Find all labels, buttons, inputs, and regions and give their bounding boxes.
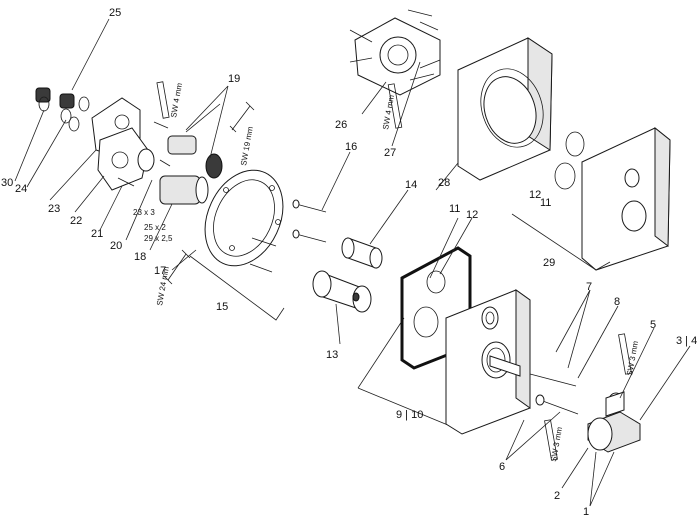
oring-size-2: 25 x 2	[144, 223, 166, 232]
label-20: 20	[110, 240, 122, 252]
label-12-top: 12	[529, 189, 541, 201]
label-12: 12	[466, 209, 478, 221]
oring-size-3: 29 x 2,5	[144, 234, 173, 243]
label-11-top: 11	[540, 197, 551, 209]
screws-16	[292, 199, 327, 243]
label-22: 22	[70, 215, 82, 227]
label-18: 18	[134, 251, 146, 263]
oring-size-1: 23 x 3	[133, 208, 155, 217]
label-27: 27	[384, 147, 396, 159]
label-3-4: 3 | 4	[676, 335, 697, 347]
label-28: 28	[438, 177, 450, 189]
label-24: 24	[15, 183, 27, 195]
label-19: 19	[228, 73, 240, 85]
label-30: 30	[1, 177, 13, 189]
wrench-size-notes: SW 4 mm SW 19 mm SW 24 mm SW 4 mm SW 3 m…	[155, 82, 640, 462]
leader-lines	[14, 18, 691, 507]
tool-glyphs	[156, 81, 632, 461]
label-14: 14	[405, 179, 417, 191]
label-17: 17	[154, 265, 166, 277]
label-7: 7	[586, 281, 592, 293]
label-11: 11	[449, 203, 460, 215]
front-plate-9-10	[445, 289, 531, 435]
label-16: 16	[345, 141, 357, 153]
label-5: 5	[650, 319, 656, 331]
wrench-sw4-right: SW 4 mm	[381, 94, 396, 130]
wrench-sw3-a: SW 3 mm	[625, 340, 640, 376]
label-6: 6	[499, 461, 505, 473]
label-26: 26	[335, 119, 347, 131]
sleeve-14	[341, 237, 383, 269]
part-labels: 25 30 24 23 22 21 20 18 17 19 15 16 14 1…	[1, 7, 697, 518]
wrench-sw3-b: SW 3 mm	[549, 426, 564, 462]
mounting-bracket	[349, 9, 441, 96]
label-23: 23	[48, 203, 60, 215]
label-1: 1	[583, 506, 589, 518]
label-9-10: 9 | 10	[396, 409, 423, 421]
square-cover-plate-28	[457, 37, 553, 181]
oring-size-notes: 23 x 3 25 x 2 29 x 2,5	[133, 208, 173, 243]
cover-plate-29	[554, 126, 671, 271]
label-13: 13	[326, 349, 338, 361]
label-2: 2	[554, 490, 560, 502]
label-21: 21	[91, 228, 103, 240]
sleeve-13	[312, 270, 372, 313]
label-29: 29	[543, 257, 555, 269]
label-8: 8	[614, 296, 620, 308]
label-15: 15	[216, 301, 228, 313]
wrench-sw4-top: SW 4 mm	[169, 82, 184, 118]
label-25: 25	[109, 7, 121, 19]
valve-body-assembly	[35, 87, 223, 205]
round-flange-plate-15	[204, 169, 284, 273]
wrench-sw19: SW 19 mm	[239, 125, 255, 166]
